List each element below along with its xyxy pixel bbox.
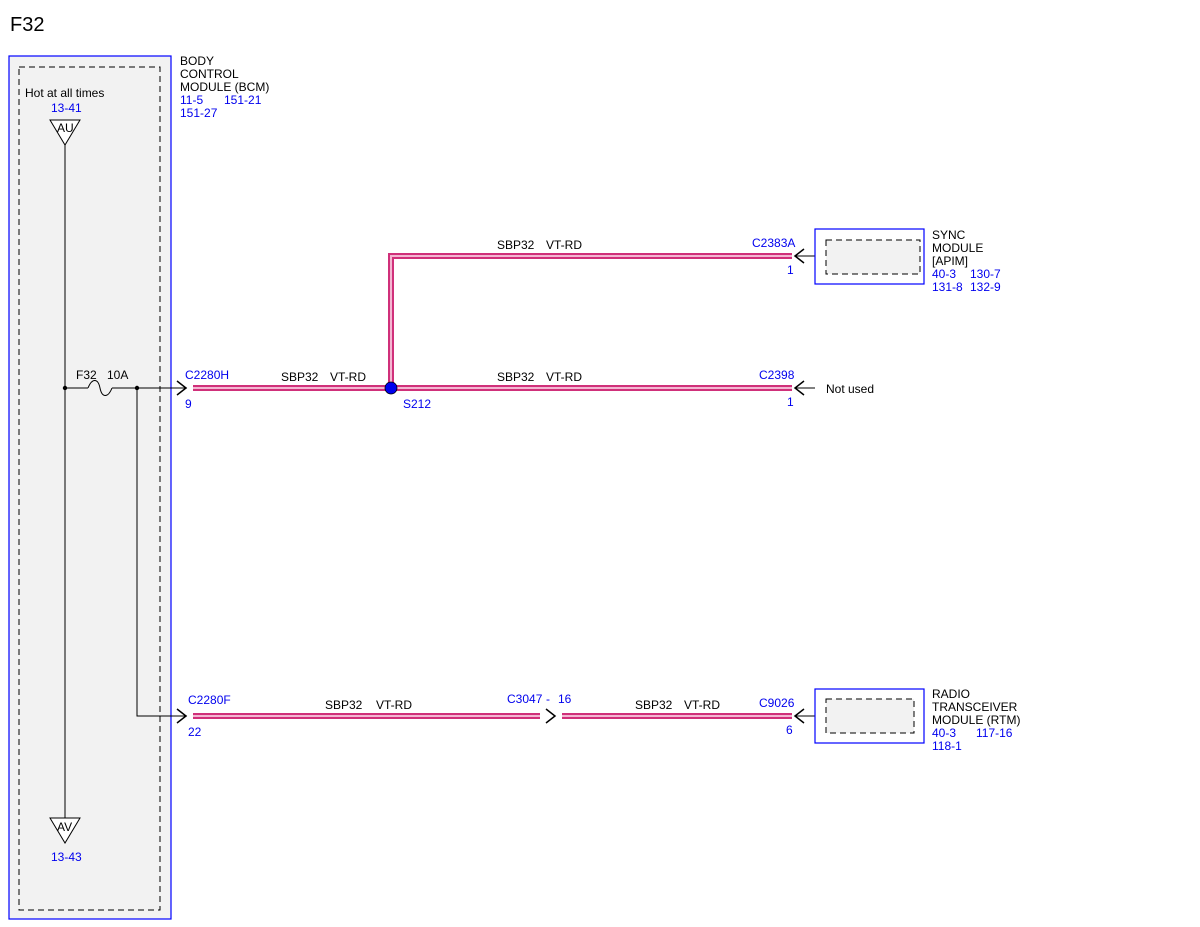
fuse-name-label: F32 — [76, 368, 97, 382]
wire-color-label: VT-RD — [546, 238, 582, 252]
wire-color-label: VT-RD — [376, 698, 412, 712]
wire-circuit-label: SBP32 — [325, 698, 363, 712]
wire-circuit-label: SBP32 — [635, 698, 673, 712]
not-used-label: Not used — [826, 382, 874, 396]
rtm-module-ref-link[interactable]: 117-16 — [976, 726, 1013, 740]
splice-s212-dot[interactable] — [384, 381, 398, 395]
top-ref-link[interactable]: 13-41 — [51, 101, 82, 115]
connector-c2280h-pin: 9 — [185, 397, 192, 411]
connector-c2383a-label[interactable]: C2383A — [752, 236, 795, 250]
connector-c2383a-pin: 1 — [787, 263, 794, 277]
wire-circuit-label: SBP32 — [497, 238, 535, 252]
inline-connector-separator: - — [546, 692, 550, 706]
wire-circuit-label: SBP32 — [281, 370, 319, 384]
bcm-ref-link[interactable]: 151-21 — [224, 93, 262, 107]
connector-c2280f-pin: 22 — [188, 725, 202, 739]
bus-junction-dot — [62, 385, 68, 391]
connector-c2398-label[interactable]: C2398 — [759, 368, 795, 382]
bcm-ref-link[interactable]: 151-27 — [180, 106, 218, 120]
wire-s212-to-c2383a[interactable] — [388, 253, 792, 388]
rtm-module-box[interactable] — [814, 688, 925, 744]
wire-color-label: VT-RD — [330, 370, 366, 384]
sync-module-box[interactable] — [814, 228, 925, 285]
bcm-module-dashed-outline — [18, 66, 161, 911]
rtm-module-name-line-3: MODULE (RTM) — [932, 713, 1020, 727]
au-node-triangle — [49, 119, 81, 146]
av-node-label: AV — [57, 820, 72, 834]
bottom-feed-line — [136, 388, 187, 717]
connector-c2280f-arrow-icon — [176, 708, 188, 724]
inline-connector-c3047-pin: 16 — [558, 692, 572, 706]
splice-s212-label[interactable]: S212 — [403, 397, 431, 411]
bcm-name-line-2: CONTROL — [180, 67, 239, 81]
rtm-module-name-line-1: RADIO — [932, 687, 970, 701]
bcm-module — [8, 55, 172, 920]
au-node-label: AU — [57, 121, 74, 135]
av-node-triangle — [49, 817, 81, 844]
connector-c9026-pin: 6 — [786, 723, 793, 737]
rtm-module-ref-link[interactable]: 118-1 — [932, 739, 962, 753]
bcm-ref-link[interactable]: 11-5 — [180, 93, 203, 107]
sync-module-name-line-3: [APIM] — [932, 254, 968, 268]
bottom-ref-link[interactable]: 13-43 — [51, 850, 82, 864]
fuse-symbol — [87, 380, 113, 396]
sync-module-name-line-2: MODULE — [932, 241, 983, 255]
sync-module-ref-link[interactable]: 132-9 — [970, 280, 1001, 294]
connector-c2280h-arrow-icon — [176, 380, 188, 396]
connector-c9026-label[interactable]: C9026 — [759, 696, 795, 710]
wire-circuit-label: SBP32 — [497, 370, 535, 384]
wire-color-label: VT-RD — [684, 698, 720, 712]
inline-connector-c3047-arrow-icon — [545, 708, 557, 724]
bcm-name-line-3: MODULE (BCM) — [180, 80, 269, 94]
sync-module-ref-link[interactable]: 40-3 — [932, 267, 956, 281]
fuse-rating-label: 10A — [107, 368, 128, 382]
sync-module-name-line-1: SYNC — [932, 228, 966, 242]
inline-connector-c3047-label[interactable]: C3047 — [507, 692, 543, 706]
sync-module-ref-link[interactable]: 130-7 — [970, 267, 1001, 281]
connector-c2280f-label[interactable]: C2280F — [188, 693, 231, 707]
bcm-name-line-1: BODY — [180, 54, 214, 68]
sync-module-ref-link[interactable]: 131-8 — [932, 280, 963, 294]
rtm-module-name-line-2: TRANSCEIVER — [932, 700, 1018, 714]
rtm-module-ref-link[interactable]: 40-3 — [932, 726, 956, 740]
connector-c2280h-label[interactable]: C2280H — [185, 368, 229, 382]
hot-at-all-times-label: Hot at all times — [25, 86, 104, 100]
bcm-module-border — [8, 55, 172, 920]
diagram-title: F32 — [10, 14, 44, 36]
connector-c2398-pin: 1 — [787, 395, 794, 409]
wire-color-label: VT-RD — [546, 370, 582, 384]
